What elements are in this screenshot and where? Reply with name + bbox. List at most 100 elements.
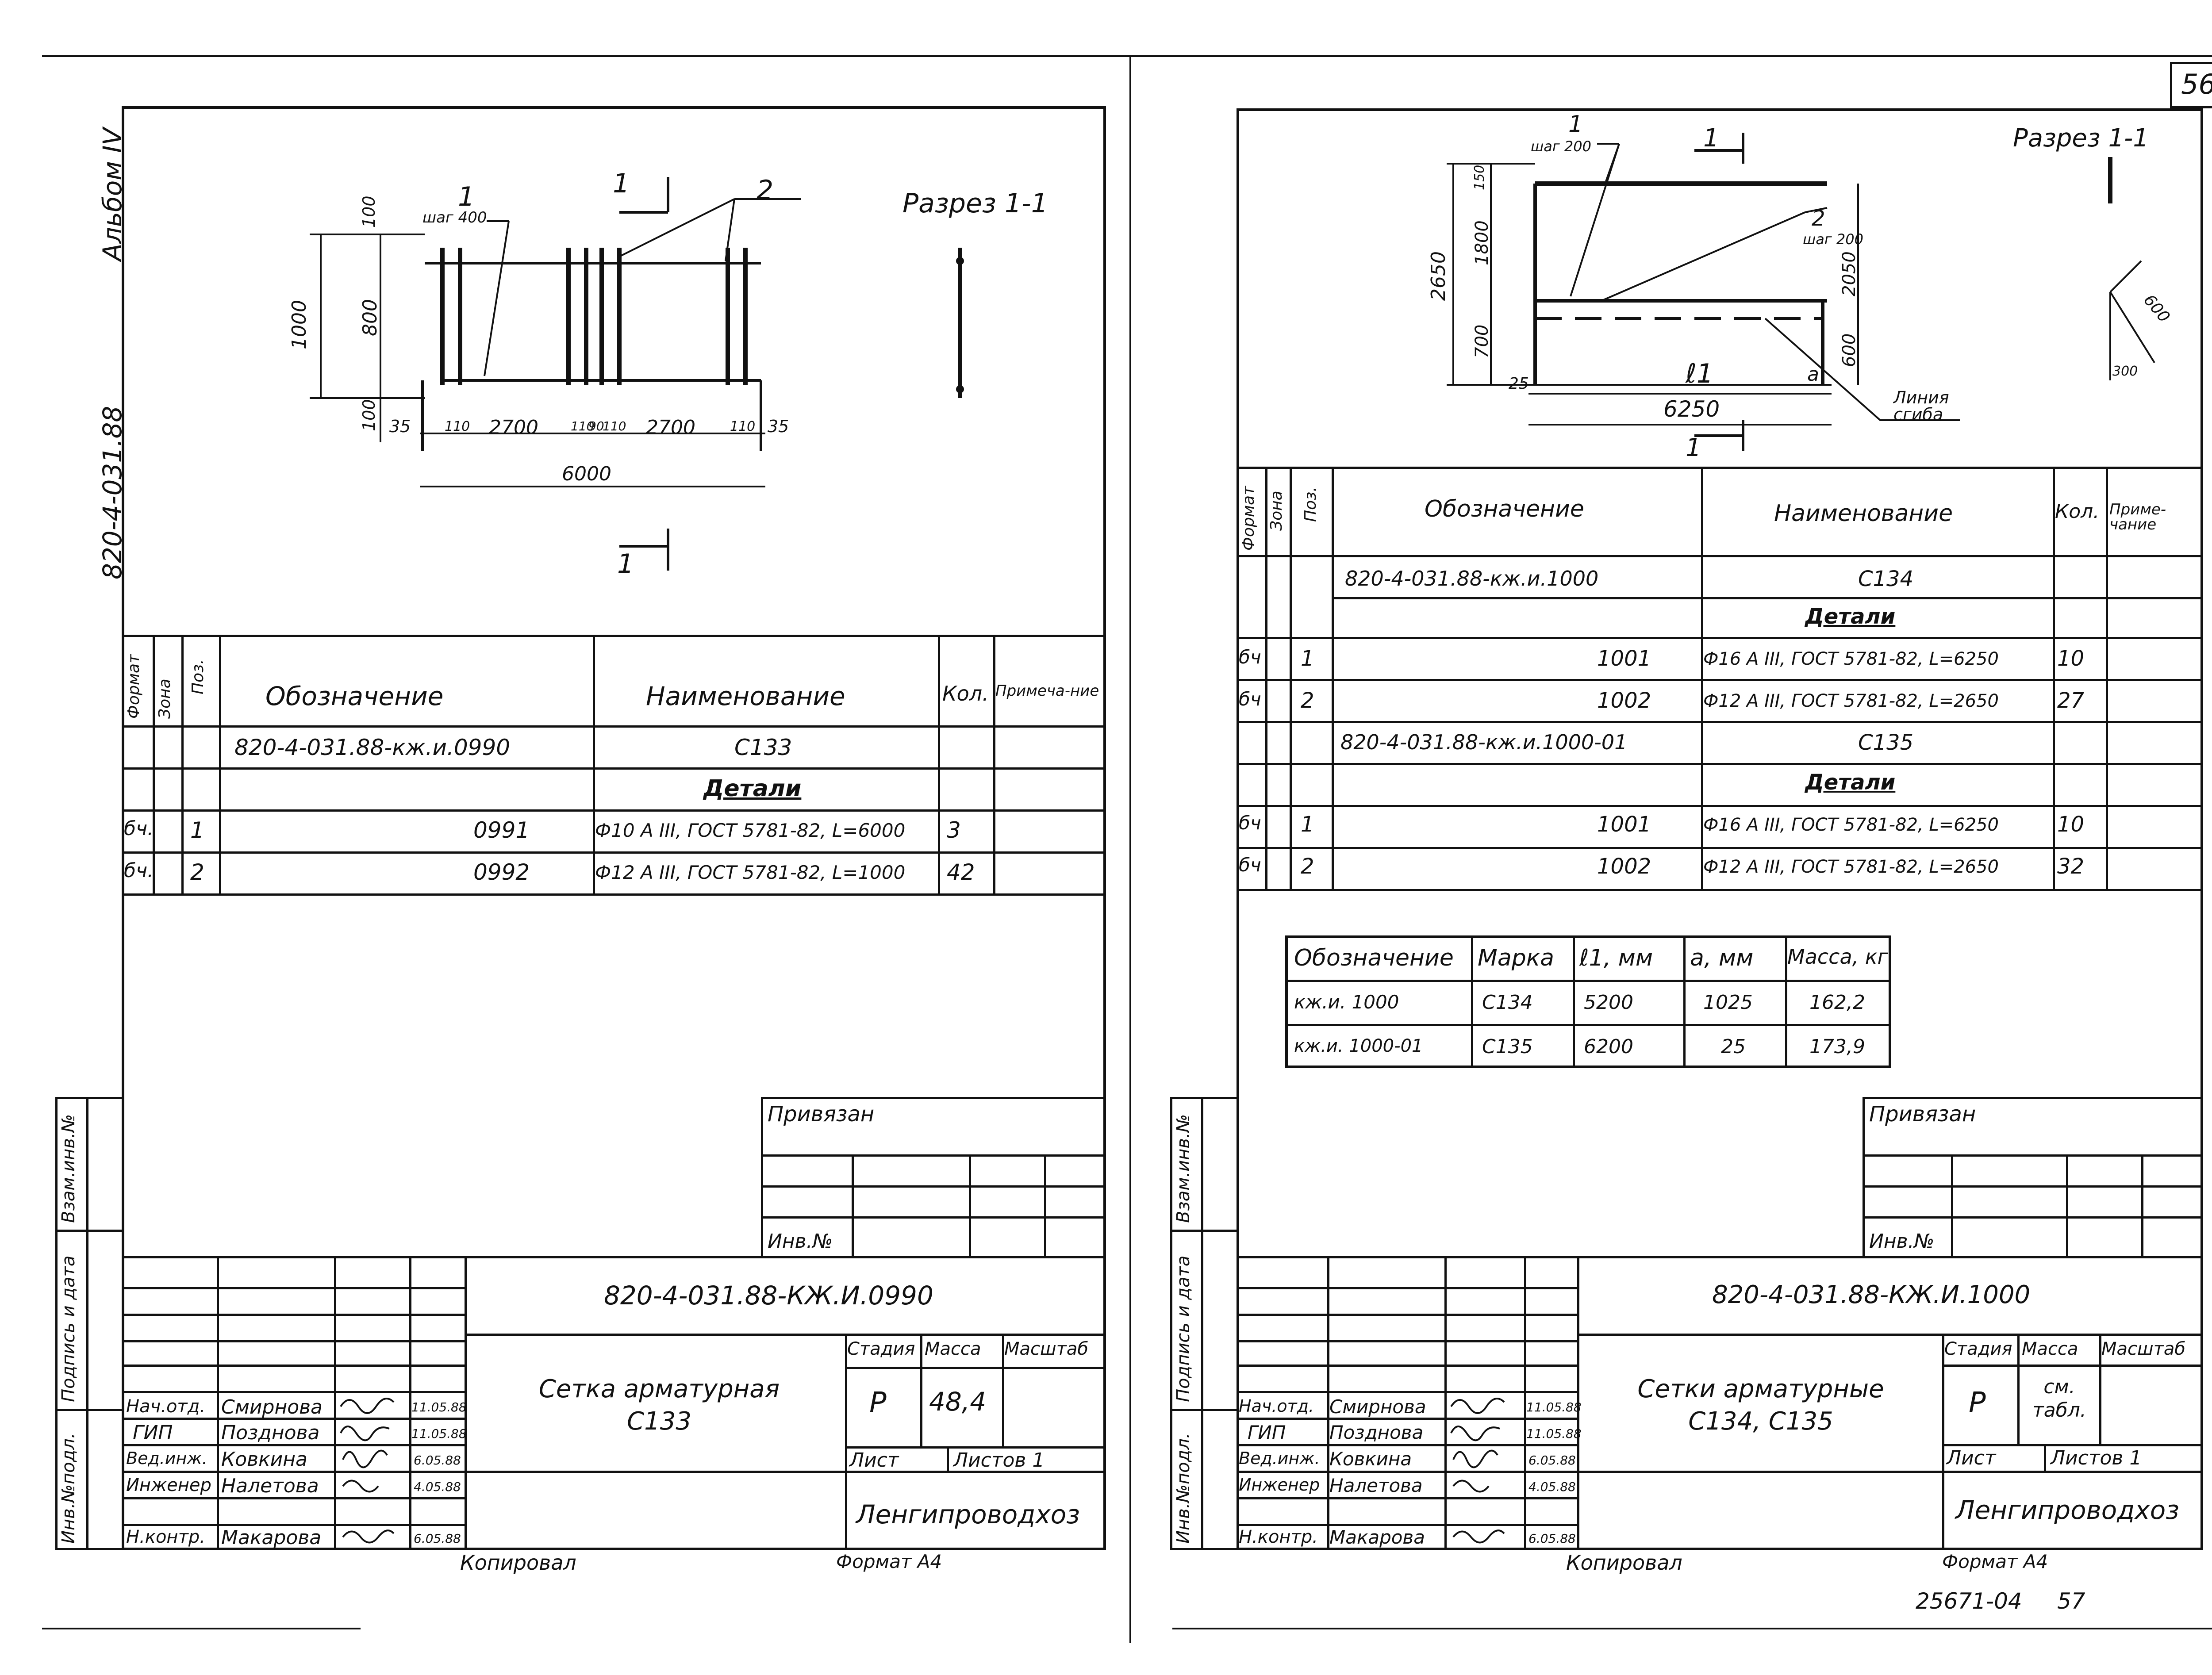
var-header-l1: ℓ1, мм — [1579, 945, 1653, 971]
bottom-edge-right — [1172, 1628, 2212, 1629]
right-doc-code: 820-4-031.88-КЖ.И.1000 — [1712, 1280, 2031, 1309]
left-row4-pos: 2 — [190, 859, 204, 885]
left-dim-35b: 35 — [768, 417, 789, 436]
left-org: Ленгипроводхоз — [856, 1499, 1080, 1529]
left-sheet-label: Лист — [849, 1449, 899, 1472]
right-row4-pos: 2 — [1301, 688, 1314, 713]
left-signer2-name: Позднова — [221, 1422, 320, 1444]
left-doc-code: 820-4-031.88-КЖ.И.0990 — [604, 1280, 933, 1311]
right-signer4-role: Инженер — [1239, 1475, 1320, 1495]
var-row1-designation: кж.и. 1000 — [1294, 991, 1399, 1013]
right-row7-designation: 1001 — [1597, 812, 1651, 837]
right-signer1-role: Нач.отд. — [1239, 1396, 1314, 1416]
left-row4-format: бч. — [124, 859, 154, 882]
top-sheet-edge — [42, 55, 2212, 57]
var-row2-l1: 6200 — [1584, 1035, 1633, 1058]
right-signer5-role: Н.контр. — [1239, 1527, 1318, 1547]
left-row4-name: Ф12 А III, ГОСТ 5781-82, L=1000 — [595, 862, 906, 883]
var-row1-mass: 162,2 — [1809, 991, 1865, 1014]
right-signer2-name: Позднова — [1329, 1422, 1424, 1443]
right-signer2-role: ГИП — [1248, 1422, 1286, 1443]
left-signer3-date: 6.05.88 — [414, 1453, 461, 1468]
left-signer4-date: 4.05.88 — [414, 1480, 461, 1494]
right-row7-qty: 10 — [2057, 812, 2085, 837]
left-pos2-label: 2 — [757, 175, 774, 206]
right-row8-pos: 2 — [1301, 854, 1314, 879]
right-sheet-label: Лист — [1947, 1447, 1996, 1469]
right-bend-line-label: Линия сгиба — [1893, 388, 1949, 424]
left-step-label: шаг 400 — [422, 209, 487, 226]
right-header-qty: Кол. — [2055, 500, 2100, 523]
right-signer3-role: Вед.инж. — [1239, 1449, 1320, 1468]
left-signer5-role: Н.контр. — [126, 1527, 205, 1547]
left-row1-designation: 820-4-031.88-кж.и.0990 — [234, 735, 511, 760]
left-signer3-role: Вед.инж. — [126, 1449, 207, 1468]
right-row6-name: Детали — [1805, 770, 1896, 795]
left-signer2-role: ГИП — [133, 1422, 173, 1444]
left-dim-2700b: 2700 — [646, 416, 695, 439]
left-section-title: Разрез 1-1 — [902, 188, 1048, 219]
var-header-mark: Марка — [1478, 945, 1555, 971]
right-row8-name: Ф12 А III, ГОСТ 5781-82, L=2650 — [1703, 857, 1999, 877]
right-section-title: Разрез 1-1 — [2013, 124, 2149, 153]
right-row4-designation: 1002 — [1597, 688, 1651, 713]
right-org: Ленгипроводхоз — [1955, 1495, 2180, 1525]
left-dim-110a: 110 — [445, 419, 470, 434]
var-row2-mark: С135 — [1482, 1035, 1533, 1058]
var-row2-designation: кж.и. 1000-01 — [1294, 1036, 1423, 1056]
left-signer4-name: Налетова — [221, 1475, 319, 1497]
right-row3-qty: 10 — [2057, 646, 2085, 671]
left-dim-110d: 110 — [730, 419, 756, 434]
center-fold-line — [1129, 55, 1131, 1643]
right-row8-format: бч — [1239, 854, 1261, 876]
right-cut-bottom-label: 1 — [1686, 433, 1701, 462]
left-row3-pos: 1 — [190, 817, 204, 843]
right-stage: Р — [1969, 1387, 1986, 1419]
var-header-a: а, мм — [1690, 945, 1754, 971]
right-row3-designation: 1001 — [1597, 646, 1651, 671]
right-row1-name: С134 — [1858, 567, 1914, 591]
left-copied-label: Копировал — [460, 1551, 576, 1575]
right-header-note: Приме-чание — [2109, 501, 2166, 533]
left-row1-name: С133 — [734, 735, 792, 760]
right-sheets-label: Листов 1 — [2051, 1447, 2142, 1469]
var-header-mass: Масса, кг — [1787, 945, 1888, 969]
right-bottom-note: 25671-04 — [1916, 1588, 2022, 1614]
right-scale-label: Масштаб — [2101, 1339, 2186, 1359]
left-row3-qty: 3 — [947, 817, 961, 843]
right-stage-label: Стадия — [1944, 1339, 2012, 1359]
left-dim-90: 90 — [588, 419, 604, 433]
right-row2-name: Детали — [1805, 604, 1896, 629]
var-row2-mass: 173,9 — [1809, 1035, 1865, 1058]
left-title: Сетка арматурная С133 — [538, 1375, 780, 1436]
right-row5-designation: 820-4-031.88-кж.и.1000-01 — [1340, 730, 1628, 754]
left-sheets-label: Листов 1 — [953, 1449, 1045, 1472]
right-row3-pos: 1 — [1301, 646, 1314, 671]
left-cut-top-label: 1 — [613, 168, 630, 199]
right-signer3-name: Ковкина — [1329, 1448, 1412, 1470]
right-signer2-date: 11.05.88 — [1526, 1426, 1582, 1441]
left-signer3-name: Ковкина — [221, 1448, 307, 1471]
left-row4-designation: 0992 — [473, 859, 530, 885]
left-dim-35a: 35 — [389, 417, 411, 436]
right-row8-qty: 32 — [2057, 854, 2085, 879]
bottom-edge-left — [42, 1628, 361, 1629]
left-mass-label: Масса — [925, 1339, 981, 1359]
right-pos2-label: 2 — [1812, 206, 1825, 231]
right-row3-format: бч — [1239, 646, 1261, 668]
right-row7-format: бч — [1239, 812, 1261, 834]
right-mass-label: Масса — [2022, 1339, 2078, 1359]
left-dim-110c: 110 — [603, 419, 626, 433]
var-row2-a: 25 — [1721, 1035, 1746, 1058]
left-row3-format: бч. — [124, 817, 154, 840]
right-row4-name: Ф12 А III, ГОСТ 5781-82, L=2650 — [1703, 691, 1999, 711]
right-dim-l1: ℓ1 — [1686, 358, 1713, 389]
right-row8-designation: 1002 — [1597, 854, 1651, 879]
right-row4-format: бч — [1239, 688, 1261, 710]
left-signer5-name: Макарова — [221, 1526, 322, 1549]
left-signer4-role: Инженер — [126, 1475, 211, 1495]
right-mass: см. табл. — [2032, 1376, 2086, 1422]
right-signer4-name: Налетова — [1329, 1475, 1423, 1496]
left-signer1-date: 11.05.88 — [411, 1400, 467, 1414]
